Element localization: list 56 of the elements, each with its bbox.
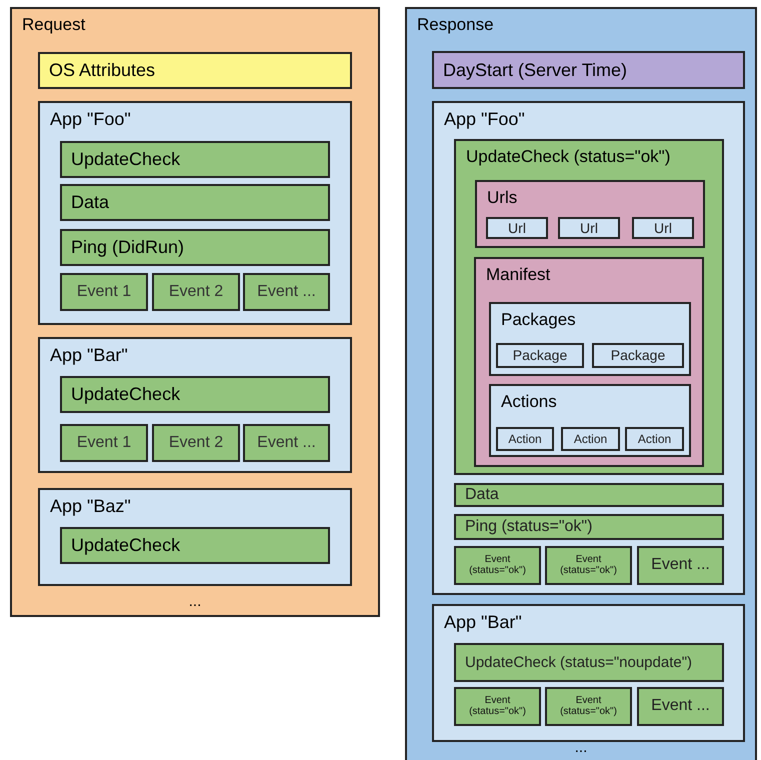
more-indicator: ... [188,593,202,610]
package-box: Package [592,343,684,368]
element-bar: UpdateCheck [60,527,330,564]
url-box: Url [632,217,694,239]
panel-title: App "Foo" [50,109,131,130]
panel-title: Response [417,15,494,35]
update-check-panel [454,139,724,475]
app-panel [432,101,745,595]
app-panel [38,101,352,325]
event-box: Event ... [243,273,330,311]
element-bar: Ping (status="ok") [454,514,724,540]
more-indicator: ... [574,739,588,756]
app-panel [38,337,352,473]
event-box: Event (status="ok") [545,687,632,726]
app-panel [432,604,745,742]
attributes-bar: OS Attributes [38,52,352,89]
urls-panel [475,180,705,248]
element-bar: Data [60,184,330,221]
panel-title: App "Baz" [50,496,131,517]
panel-title: App "Foo" [444,109,525,130]
action-box: Action [496,427,554,451]
element-bar: Ping (DidRun) [60,229,330,266]
event-box: Event (status="ok") [545,546,632,585]
url-box: Url [558,217,620,239]
manifest-panel [474,257,704,467]
panel-title: App "Bar" [50,345,128,366]
action-box: Action [625,427,684,451]
packages-panel [489,302,691,376]
panel-title: Urls [487,188,518,208]
panel-title: Manifest [486,265,550,285]
app-panel [38,488,352,586]
event-box: Event (status="ok") [454,546,541,585]
actions-panel [489,384,691,457]
event-box: Event 2 [152,273,240,311]
element-bar: UpdateCheck [60,376,330,413]
event-box: Event 1 [60,424,148,462]
panel-title: App "Bar" [444,612,522,633]
package-box: Package [496,343,584,368]
event-box: Event 1 [60,273,148,311]
event-box: Event 2 [152,424,240,462]
daystart-bar: DayStart (Server Time) [432,51,745,89]
element-bar: Data [454,483,724,507]
event-box: Event (status="ok") [454,687,541,726]
action-box: Action [561,427,620,451]
element-bar: UpdateCheck [60,141,330,178]
url-box: Url [486,217,548,239]
event-box: Event ... [243,424,330,462]
panel-title: Packages [501,310,576,330]
response-panel [405,7,757,760]
panel-title: Actions [501,392,557,412]
event-box: Event ... [637,546,724,585]
panel-title: Request [22,15,86,35]
element-bar: UpdateCheck (status="noupdate") [454,643,724,682]
event-box: Event ... [637,687,724,726]
panel-title: UpdateCheck (status="ok") [466,147,670,167]
request-panel [10,7,380,617]
